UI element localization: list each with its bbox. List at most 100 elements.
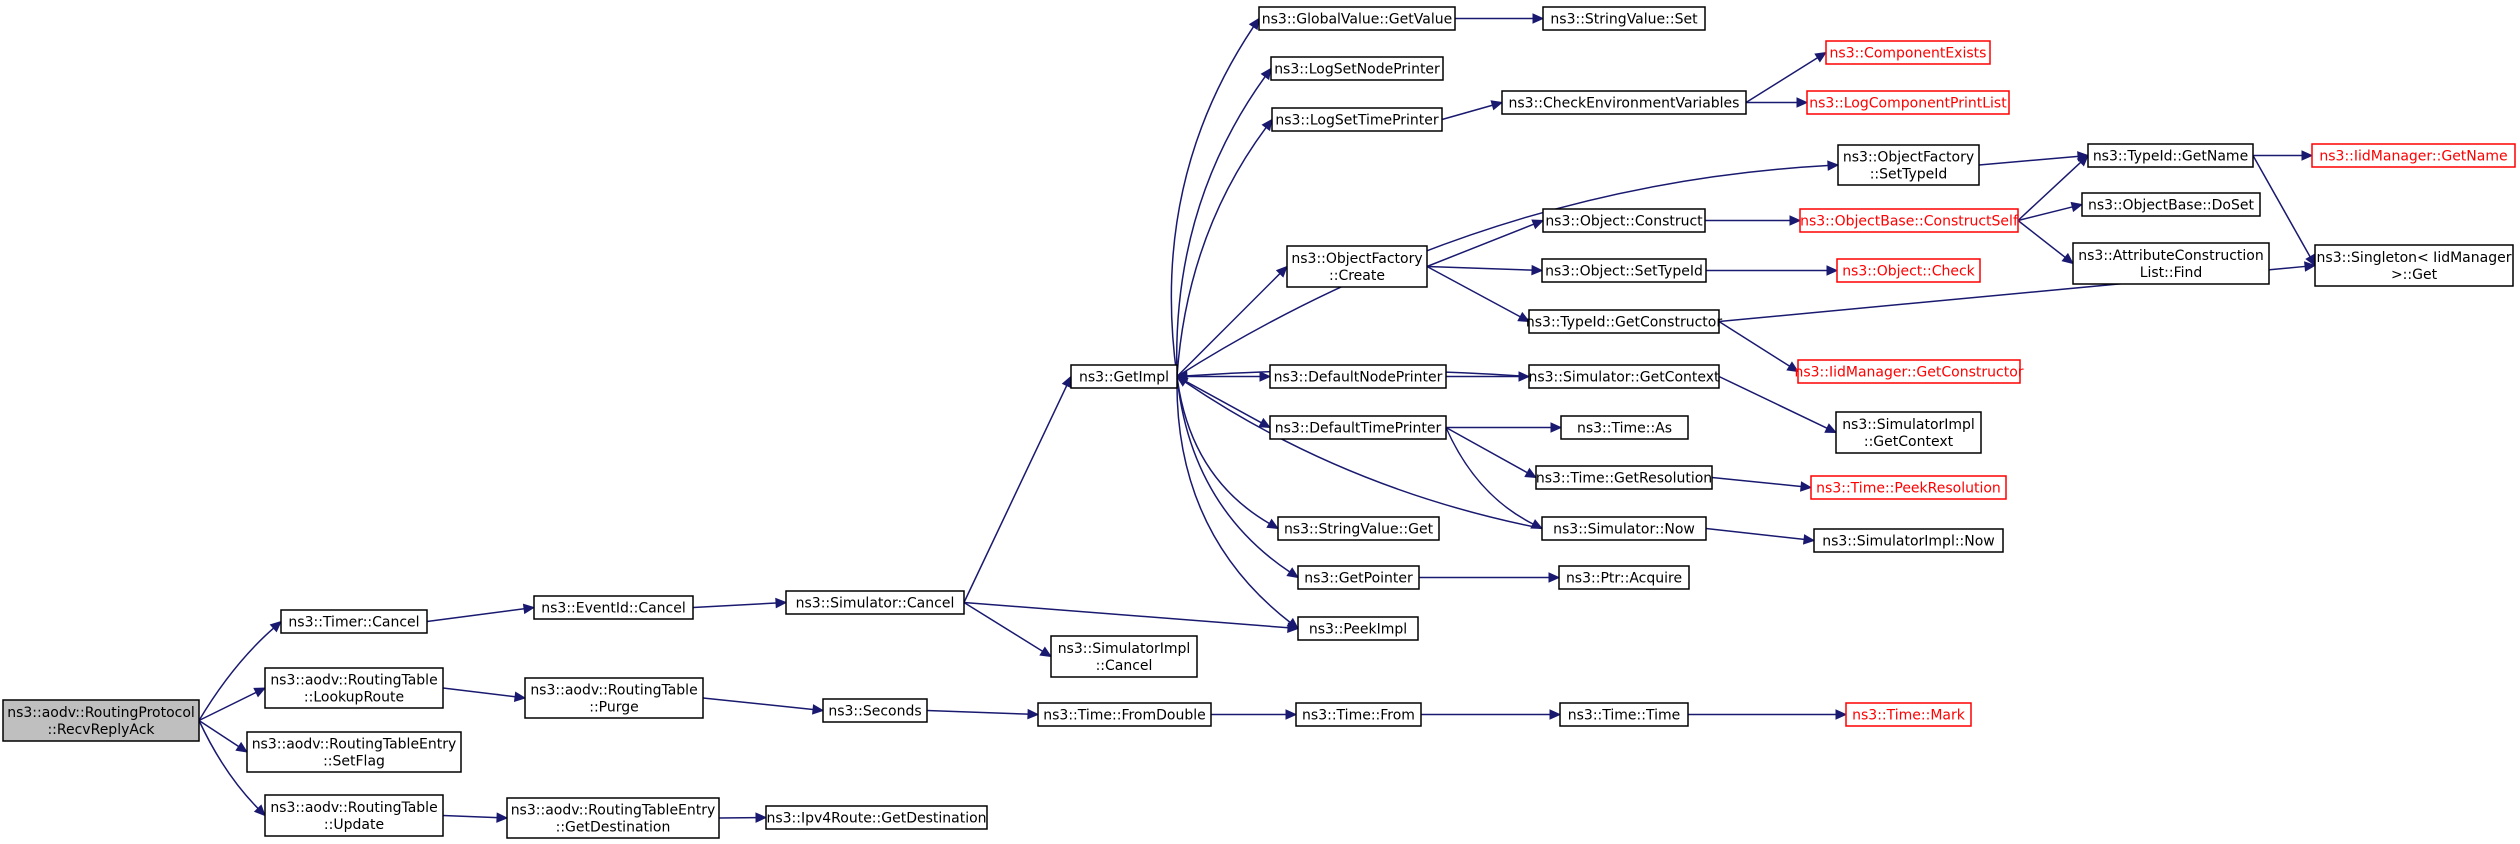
function-node-simulator-getcontext[interactable]: ns3::Simulator::GetContext [1528,364,1720,389]
node-box [1559,702,1689,727]
function-node-peekimpl[interactable]: ns3::PeekImpl [1297,616,1419,641]
function-node-globalvalue-getvalue[interactable]: ns3::GlobalValue::GetValue [1258,6,1456,31]
node-label-line: ns3::aodv::RoutingTableEntry [252,737,457,753]
edge-line [963,601,1289,629]
function-node-simimpl-now[interactable]: ns3::SimulatorImpl::Now [1813,528,2004,553]
node-label-line: ns3::PeekImpl [1309,622,1407,638]
function-node-getimpl[interactable]: ns3::GetImpl [1070,364,1178,389]
node-box [1528,309,1720,334]
function-node-checkenvvars[interactable]: ns3::CheckEnvironmentVariables [1501,90,1747,115]
function-node-setflag[interactable]: ns3::aodv::RoutingTableEntry::SetFlag [246,731,462,773]
call-edge-objectbase-constructself-to-typeid-getname [2017,154,2089,222]
function-node-eventid-cancel[interactable]: ns3::EventId::Cancel [533,595,694,620]
function-node-object-check[interactable]: ns3::Object::Check [1836,258,1981,283]
function-node-timer-cancel[interactable]: ns3::Timer::Cancel [280,609,428,634]
node-box [1845,702,1972,727]
call-edge-getimpl-to-globalvalue-getvalue [1170,17,1260,377]
call-edge-getimpl-to-getpointer [1176,376,1300,579]
function-node-time-fromdouble[interactable]: ns3::Time::FromDouble [1037,702,1212,727]
function-node-objectbase-doset[interactable]: ns3::ObjectBase::DoSet [2081,192,2261,217]
function-node-object-settypeid[interactable]: ns3::Object::SetTypeId [1541,258,1707,283]
arrowhead-icon [1531,219,1545,230]
arrowhead-icon [1524,467,1538,479]
node-box [1528,364,1720,389]
node-label-line: ns3::aodv::RoutingProtocol [7,705,195,721]
edge-line [1176,376,1270,525]
edge-line [963,601,1043,652]
node-label-line: ns3::Object::Construct [1545,214,1703,230]
function-node-time-from[interactable]: ns3::Time::From [1295,702,1422,727]
function-node-time-getresolution[interactable]: ns3::Time::GetResolution [1535,465,1713,490]
call-edge-objectbase-constructself-to-objectbase-doset [2017,201,2084,222]
function-node-defaultnodeprinter[interactable]: ns3::DefaultNodePrinter [1269,364,1447,389]
node-label-line: ::LookupRoute [304,690,404,706]
function-node-typeid-getname[interactable]: ns3::TypeId::GetName [2087,143,2254,168]
function-node-defaulttimeprinter[interactable]: ns3::DefaultTimePrinter [1269,415,1447,440]
arrowhead-icon [1260,67,1272,81]
edge-line [1426,265,1521,318]
node-label-line: ns3::Ptr::Acquire [1566,571,1682,587]
function-node-time-as[interactable]: ns3::Time::As [1560,415,1689,440]
function-node-objectfactory-create[interactable]: ns3::ObjectFactory::Create [1286,245,1428,288]
edge-line [1176,376,1291,623]
node-label-line: ::SetFlag [323,754,385,770]
node-box [1806,90,2010,115]
arrowhead-icon [1175,375,1189,387]
function-node-logsetnodeprinter[interactable]: ns3::LogSetNodePrinter [1270,56,1444,81]
node-label-line: ns3::Simulator::Now [1553,522,1695,538]
function-node-rt-purge[interactable]: ns3::aodv::RoutingTable::Purge [524,677,704,719]
function-node-time-mark[interactable]: ns3::Time::Mark [1845,702,1972,727]
call-edge-simulator-now-to-simimpl-now [1705,527,1816,545]
function-node-ptr-acquire[interactable]: ns3::Ptr::Acquire [1558,565,1690,590]
function-node-lookuproute[interactable]: ns3::aodv::RoutingTable::LookupRoute [264,667,444,709]
function-node-objectbase-constructself[interactable]: ns3::ObjectBase::ConstructSelf [1799,208,2019,233]
function-node-stringvalue-get[interactable]: ns3::StringValue::Get [1277,516,1440,541]
arrowhead-icon [1550,422,1563,433]
function-node-componentexists[interactable]: ns3::ComponentExists [1825,40,1991,65]
function-node-time-time[interactable]: ns3::Time::Time [1559,702,1689,727]
arrowhead-icon [253,804,266,817]
node-label-line: ns3::aodv::RoutingTable [270,800,437,816]
node-label-line: ns3::ComponentExists [1830,46,1987,62]
call-edge-getimpl-to-objectfactory-create [1176,265,1288,378]
function-node-stringvalue-set[interactable]: ns3::StringValue::Set [1542,6,1706,31]
function-node-logsettimeprinter[interactable]: ns3::LogSetTimePrinter [1271,107,1443,132]
function-node-rt-update[interactable]: ns3::aodv::RoutingTable::Update [264,794,444,837]
function-node-simimpl-cancel[interactable]: ns3::SimulatorImpl::Cancel [1050,635,1198,678]
function-node-getpointer[interactable]: ns3::GetPointer [1297,565,1420,590]
function-node-time-peekresolution[interactable]: ns3::Time::PeekResolution [1810,475,2007,500]
node-label-line: ns3::IidManager::GetConstructor [1794,365,2023,381]
call-edge-rt-update-to-rte-getdestination [442,812,509,823]
function-node-iidmanager-getconstructor[interactable]: ns3::IidManager::GetConstructor [1794,359,2024,384]
function-node-object-construct[interactable]: ns3::Object::Construct [1542,208,1706,233]
node-box [1535,465,1713,490]
function-node-objectfactory-settypeid[interactable]: ns3::ObjectFactory::SetTypeId [1837,144,1980,186]
edge-line [1170,26,1255,377]
call-edge-getimpl-to-logsetnodeprinter [1175,67,1272,377]
node-box [2087,143,2254,168]
call-edge-getimpl-to-logsettimeprinter [1176,118,1273,377]
call-edge-simulator-cancel-to-simimpl-cancel [963,601,1053,658]
function-node-ipv4route-getdestination[interactable]: ns3::Ipv4Route::GetDestination [765,805,988,830]
call-edge-rte-getdestination-to-ipv4route-getdestination [718,812,768,823]
function-node-seconds[interactable]: ns3::Seconds [822,698,928,723]
function-node-singleton-get[interactable]: ns3::Singleton< IidManager >::Get [2314,244,2514,287]
function-node-rte-getdestination[interactable]: ns3::aodv::RoutingTableEntry::GetDestina… [506,797,720,839]
edge-line [1176,273,1281,378]
function-node-logcomponentprintlist[interactable]: ns3::LogComponentPrintList [1806,90,2010,115]
function-node-simulator-cancel[interactable]: ns3::Simulator::Cancel [785,590,965,615]
call-edge-objectfactory-create-to-object-settypeid [1426,264,1544,276]
node-box [2,699,200,742]
node-label-line: ns3::ObjectFactory [1843,150,1974,166]
function-node-iidmanager-getname[interactable]: ns3::IidManager::GetName [2311,143,2516,168]
arrowhead-icon [1490,100,1504,111]
function-node-simulator-now[interactable]: ns3::Simulator::Now [1541,516,1707,541]
node-label-line: ns3::Timer::Cancel [288,615,419,631]
function-node-simimpl-getcontext[interactable]: ns3::SimulatorImpl::GetContext [1835,411,1982,454]
call-edge-seconds-to-time-fromdouble [926,708,1040,720]
arrowhead-icon [1517,311,1531,323]
node-label-line: ::RecvReplyAck [47,722,155,738]
function-node-typeid-getconstructor[interactable]: ns3::TypeId::GetConstructor [1526,309,1722,334]
call-edge-globalvalue-getvalue-to-stringvalue-set [1455,13,1545,24]
